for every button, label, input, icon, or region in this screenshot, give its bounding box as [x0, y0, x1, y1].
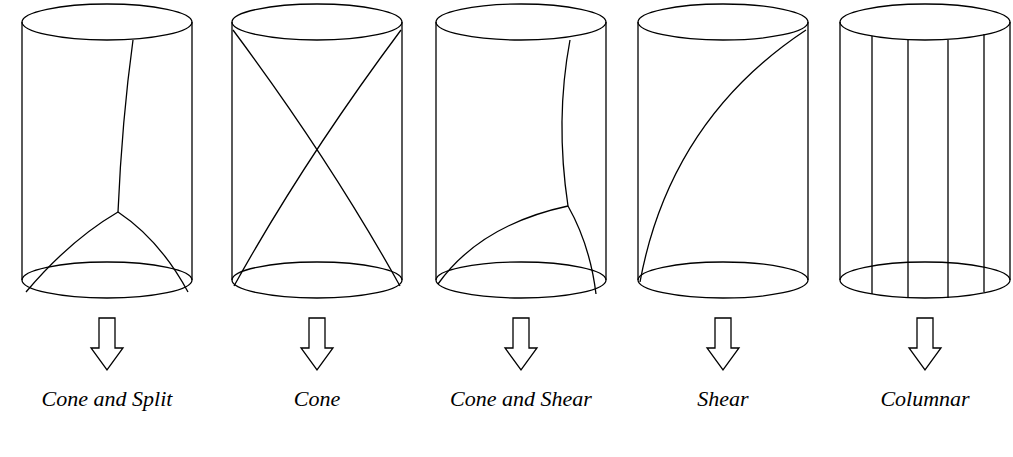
- fracture-type-label: Cone and Split: [42, 386, 173, 412]
- fracture-type-label: Shear: [697, 386, 748, 412]
- cylinder-specimen: [22, 4, 192, 298]
- cylinder-specimen: [840, 4, 1010, 298]
- down-arrow: [91, 318, 941, 370]
- cylinder-specimen: [232, 4, 402, 298]
- fracture-type-label: Cone: [294, 386, 340, 412]
- fracture-type-label: Columnar: [880, 386, 969, 412]
- fracture-type-label: Cone and Shear: [450, 386, 592, 412]
- cylinder-specimen: [638, 4, 808, 298]
- cylinder-specimen: [436, 4, 606, 298]
